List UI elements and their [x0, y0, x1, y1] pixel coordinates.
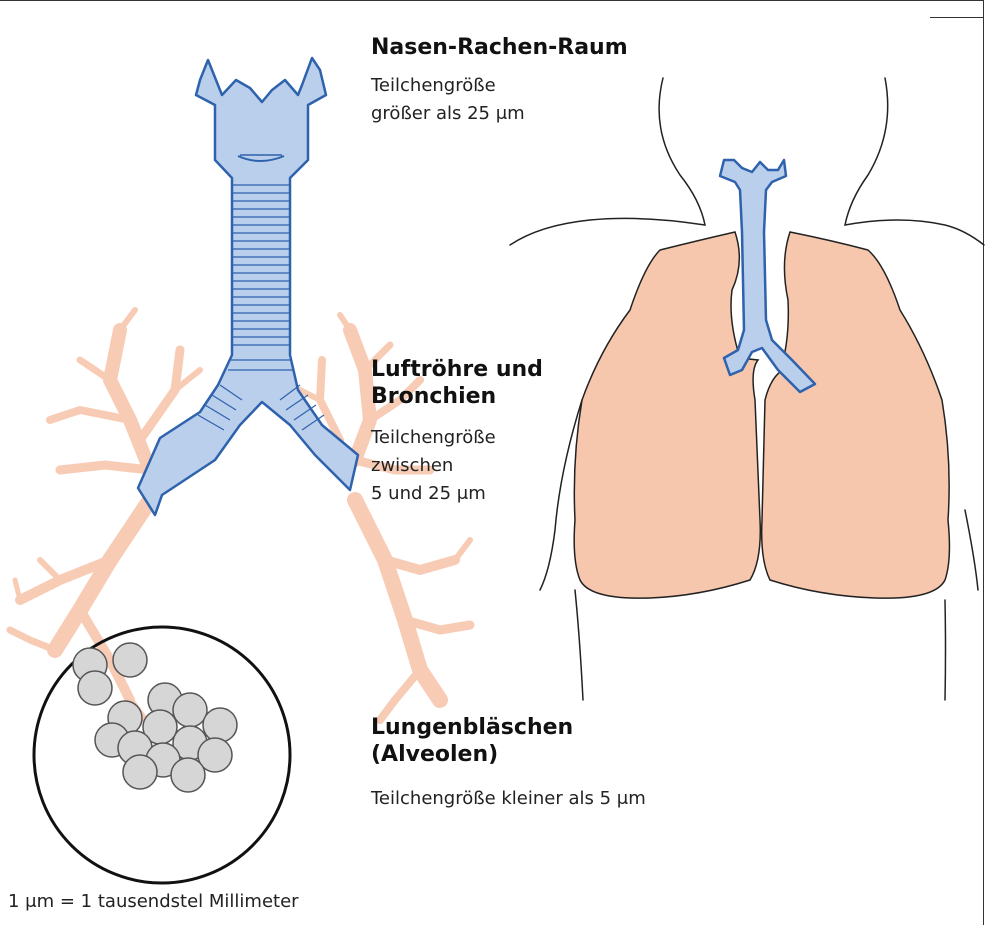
luft-desc-line3: 5 und 25 μm	[371, 480, 571, 508]
label-lungenblaeschen: Lungenbläschen (Alveolen)	[371, 714, 631, 768]
luft-title-line1: Luftröhre und	[371, 356, 581, 383]
trachea	[138, 58, 358, 515]
luft-title-line2: Bronchien	[371, 383, 581, 410]
luft-description: Teilchengröße zwischen 5 und 25 μm	[371, 424, 571, 508]
lungen-title-line2: (Alveolen)	[371, 741, 631, 768]
luft-desc-line1: Teilchengröße	[371, 424, 571, 452]
nasen-description: Teilchengröße größer als 25 μm	[371, 72, 591, 128]
luft-desc-line2: zwischen	[371, 452, 571, 480]
nasen-title: Nasen-Rachen-Raum	[371, 34, 628, 61]
nasen-desc-line2: größer als 25 μm	[371, 100, 591, 128]
label-nasen-rachen-raum: Nasen-Rachen-Raum	[371, 34, 628, 61]
footnote: 1 μm = 1 tausendstel Millimeter	[8, 888, 508, 916]
right-lung	[762, 232, 950, 598]
lungen-desc-text: Teilchengröße kleiner als 5 μm	[371, 788, 646, 809]
left-lung	[574, 232, 760, 598]
lungen-description: Teilchengröße kleiner als 5 μm	[371, 785, 731, 813]
lungen-title-line1: Lungenbläschen	[371, 714, 631, 741]
nasen-desc-line1: Teilchengröße	[371, 72, 591, 100]
footnote-text: 1 μm = 1 tausendstel Millimeter	[8, 891, 299, 912]
label-luftroehre-bronchien: Luftröhre und Bronchien	[371, 356, 581, 410]
alveoli-magnifier	[34, 627, 290, 883]
